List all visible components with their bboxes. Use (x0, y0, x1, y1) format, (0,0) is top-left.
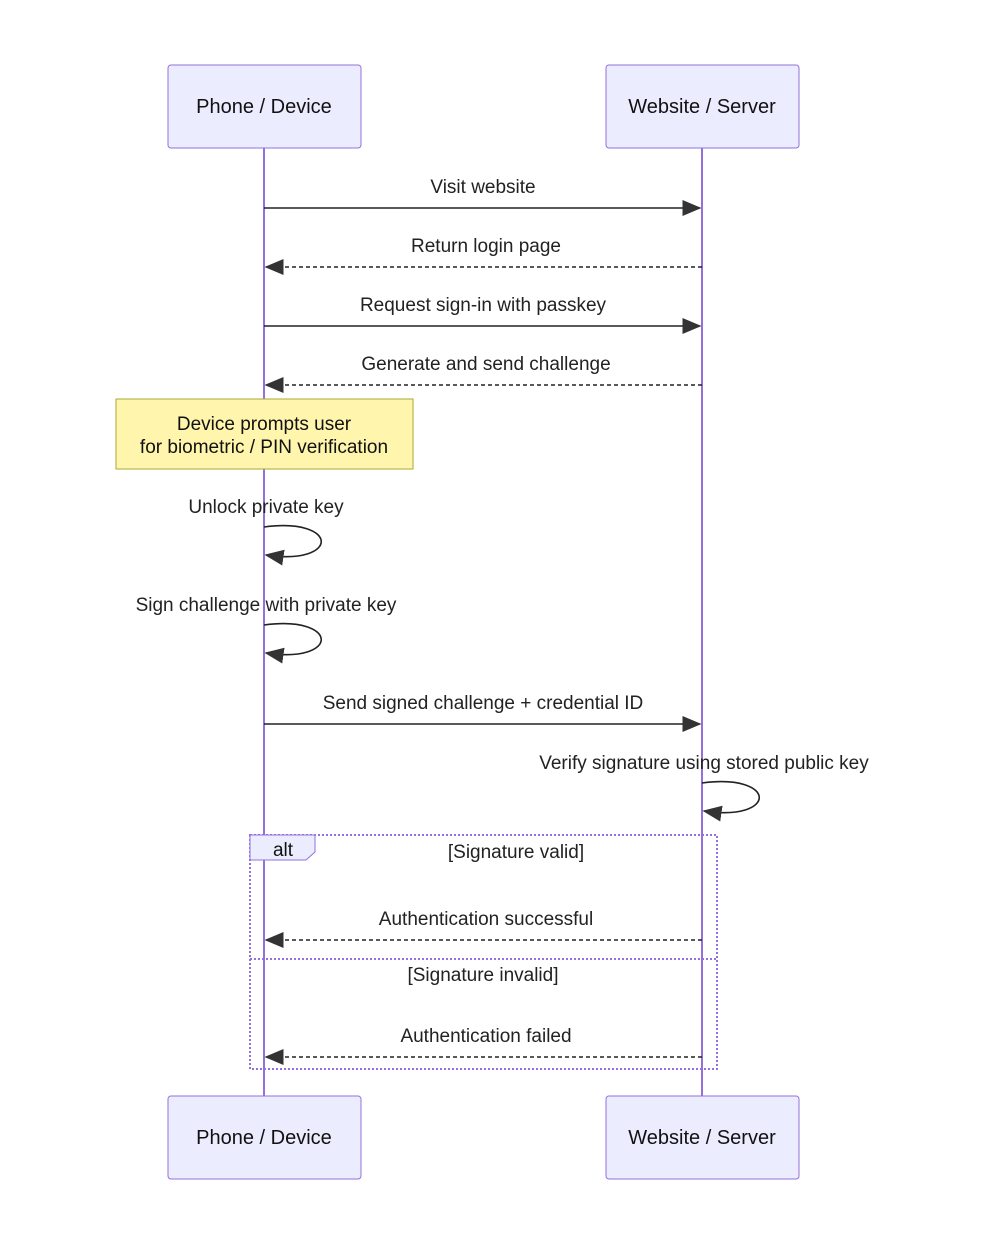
note-biometric-prompt: Device prompts user for biometric / PIN … (115, 398, 414, 470)
message-label: Generate and send challenge (361, 354, 610, 375)
actor-server-bottom: Website / Server (605, 1095, 800, 1180)
message-request-sign-in: Request sign-in with passkey (264, 295, 702, 334)
message-generate-challenge: Generate and send challenge (264, 354, 702, 393)
self-message-sign-challenge: Sign challenge with private key (136, 595, 397, 664)
message-label: Authentication failed (400, 1026, 571, 1047)
actor-device-bottom-label: Phone / Device (196, 1127, 332, 1149)
actor-server-bottom-label: Website / Server (628, 1127, 776, 1149)
message-label: Unlock private key (188, 497, 344, 518)
message-auth-successful: Authentication successful (264, 909, 702, 948)
actor-device-top-label: Phone / Device (196, 96, 332, 118)
note-line-2: for biometric / PIN verification (140, 437, 388, 458)
alt-condition-valid: [Signature valid] (448, 842, 584, 863)
note-line-1: Device prompts user (177, 414, 352, 435)
message-send-signed-challenge: Send signed challenge + credential ID (264, 693, 702, 732)
self-message-verify-signature: Verify signature using stored public key (539, 753, 869, 822)
message-return-login-page: Return login page (264, 236, 702, 275)
message-visit-website: Visit website (264, 177, 702, 216)
message-label: Verify signature using stored public key (539, 753, 869, 774)
self-message-unlock-key: Unlock private key (188, 497, 344, 566)
message-auth-failed: Authentication failed (264, 1026, 702, 1065)
message-label: Visit website (430, 177, 535, 198)
message-label: Request sign-in with passkey (360, 295, 607, 316)
alt-frame (249, 834, 718, 1070)
alt-tag-label: alt (273, 840, 294, 861)
message-label: Sign challenge with private key (136, 595, 397, 616)
alt-tag (249, 834, 316, 861)
actor-device-top: Phone / Device (167, 64, 362, 149)
actor-server-top-label: Website / Server (628, 96, 776, 118)
message-label: Send signed challenge + credential ID (323, 693, 644, 714)
actor-device-bottom: Phone / Device (167, 1095, 362, 1180)
actor-server-top: Website / Server (605, 64, 800, 149)
alt-block: alt [Signature valid] Authentication suc… (249, 834, 718, 1070)
alt-condition-invalid: [Signature invalid] (407, 965, 558, 986)
message-label: Authentication successful (379, 909, 593, 930)
message-label: Return login page (411, 236, 561, 257)
